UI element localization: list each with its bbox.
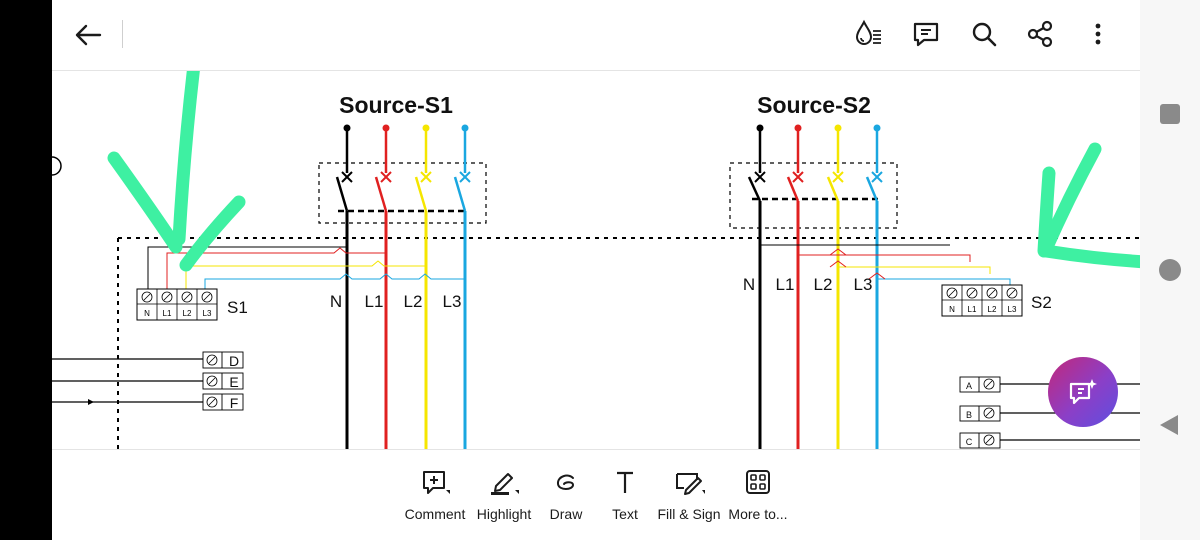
source-s1-title: Source-S1 [339, 92, 453, 118]
wiring-diagram: Source-S1 [52, 71, 1140, 449]
terminal-cell: L1 [968, 305, 977, 314]
terminal-block-s1: N L1 L2 L3 [136, 288, 218, 321]
phase-label: L2 [814, 275, 833, 294]
grid-icon [746, 470, 770, 494]
tool-label: Highlight [476, 506, 532, 522]
text-tool-button[interactable]: Text [600, 468, 650, 532]
tool-label: Draw [549, 506, 583, 522]
back-icon[interactable] [1158, 414, 1180, 436]
terminal-cell: L1 [163, 309, 172, 318]
phase-label: N [330, 292, 342, 311]
tool-label: Text [612, 506, 638, 522]
ai-assistant-button[interactable] [1048, 357, 1118, 427]
s1-sense-wires [147, 246, 465, 289]
system-navigation-bar [1140, 0, 1200, 540]
share-icon[interactable] [1024, 18, 1056, 50]
tool-label: More to... [728, 506, 788, 522]
terminal-cell: L2 [988, 305, 997, 314]
terminal-cell: N [144, 309, 150, 318]
terminal-block-s2: N L1 L2 L3 [941, 284, 1023, 317]
comment-bubble-icon[interactable] [910, 18, 942, 50]
tool-label: Comment [404, 506, 466, 522]
home-icon[interactable] [1159, 259, 1181, 281]
pdf-viewer: Source-S1 [52, 0, 1140, 540]
ai-assistant-icon [1069, 379, 1097, 405]
terminal-cell: N [949, 305, 955, 314]
terminal-cell: L3 [203, 309, 212, 318]
terminal-s2-label: S2 [1031, 293, 1052, 312]
source-s1-breaker [318, 124, 487, 449]
terminal-label: C [966, 437, 973, 447]
terminal-cell: L2 [183, 309, 192, 318]
edge-symbol [52, 156, 62, 176]
bottom-toolbar: Comment Highlight Draw Text Fill & Sign … [52, 449, 1140, 540]
terminal-label: F [230, 395, 239, 411]
more-vertical-icon[interactable] [1082, 18, 1114, 50]
fill-sign-icon [676, 473, 705, 495]
tool-label: Fill & Sign [657, 506, 721, 522]
draw-icon [556, 474, 575, 490]
terminals-def: D E F [52, 351, 244, 411]
comment-add-icon [423, 471, 450, 494]
terminal-label: D [229, 353, 239, 369]
phase-label: L3 [854, 275, 873, 294]
document-page[interactable]: Source-S1 [52, 71, 1140, 449]
fill-sign-tool-button[interactable]: Fill & Sign [656, 468, 722, 532]
phase-label: N [743, 275, 755, 294]
arrow-left-icon[interactable] [70, 18, 106, 52]
source-s2-breaker [729, 124, 898, 449]
comment-tool-button[interactable]: Comment [402, 468, 468, 532]
draw-tool-button[interactable]: Draw [540, 468, 592, 532]
highlighter-icon [491, 473, 519, 495]
terminal-label: E [229, 374, 238, 390]
liquid-mode-icon[interactable] [852, 18, 884, 50]
text-icon [617, 471, 633, 493]
toolbar-divider [122, 20, 123, 48]
phase-label: L1 [365, 292, 384, 311]
phase-label: L1 [776, 275, 795, 294]
terminal-label: B [966, 410, 972, 420]
s2-sense-wires [760, 244, 1011, 285]
terminal-cell: L3 [1008, 305, 1017, 314]
source-s2-title: Source-S2 [757, 92, 871, 118]
terminals-abc: A B C [959, 376, 1140, 449]
top-toolbar [52, 0, 1140, 71]
more-tools-button[interactable]: More to... [722, 468, 794, 532]
phase-label: L2 [404, 292, 423, 311]
terminal-label: A [966, 381, 972, 391]
search-icon[interactable] [968, 18, 1000, 50]
phase-label: L3 [443, 292, 462, 311]
terminal-s1-label: S1 [227, 298, 248, 317]
highlight-tool-button[interactable]: Highlight [471, 468, 537, 532]
recents-icon[interactable] [1160, 104, 1180, 124]
annotation-arrows [107, 71, 1140, 272]
